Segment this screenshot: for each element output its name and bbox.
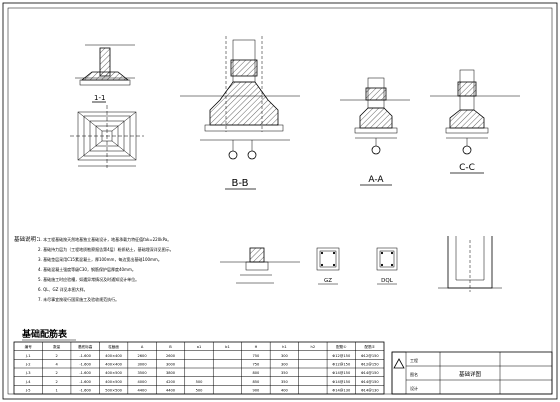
table-cell: J-5 <box>25 389 31 393</box>
table-header-cell: 配筋① <box>336 344 346 349</box>
table-cell: Φ14@150 <box>332 380 351 384</box>
table-cell: -1.600 <box>79 389 91 393</box>
table-header-cell: 基底标高 <box>78 344 93 349</box>
table-cell: -1.600 <box>79 371 91 375</box>
table-cell: 400×500 <box>105 380 122 384</box>
table-header-cell: B <box>169 345 172 349</box>
section-c-c: C-C <box>430 69 520 174</box>
table-cell: 2 <box>56 371 58 375</box>
section-b-b: B-B <box>180 36 300 190</box>
table-cell: 2 <box>56 354 58 358</box>
design-notes: 基础说明： 1. 本工程基础按天然地基独立基础设计，地基承载力特征值fak=22… <box>14 235 174 302</box>
table-cell: 4 <box>56 363 59 367</box>
table-cell: 3000 <box>166 363 176 367</box>
table-header-cell: 配筋② <box>365 344 375 349</box>
table-cell: 3000 <box>137 363 147 367</box>
sheet-inner-border <box>7 7 553 395</box>
table-cell: 3800 <box>166 371 176 375</box>
table-cell: Φ14@150 <box>332 371 351 375</box>
label-sec-11: 1-1 <box>94 94 105 102</box>
label-dql: DQL <box>381 278 394 284</box>
gz-detail: GZ <box>316 247 340 285</box>
table-cell: 750 <box>252 354 260 358</box>
table-header-cell: h2 <box>311 345 316 349</box>
table-cell: 300 <box>281 363 289 367</box>
table-cell: 750 <box>252 363 260 367</box>
title-block: 基础详图 工程 图名 设计 <box>391 351 553 395</box>
table-cell: Φ14@130 <box>332 389 351 393</box>
table-cell: 3500 <box>137 371 147 375</box>
dql-detail: DQL <box>376 247 398 285</box>
table-cell: 2 <box>56 380 58 384</box>
table-cell: Φ12@150 <box>361 354 380 358</box>
table-cell: 4400 <box>166 389 176 393</box>
table-header-cell: 数量 <box>53 344 61 349</box>
table-cell: 350 <box>281 380 289 384</box>
note-line: 1. 本工程基础按天然地基独立基础设计，地基承载力特征值fak=220kPa。 <box>38 236 171 242</box>
table-header-cell: 编号 <box>25 344 33 349</box>
table-cell: 300 <box>281 354 289 358</box>
section-a-a: A-A <box>340 77 410 186</box>
table-cell: Φ12@150 <box>332 354 351 358</box>
title-block-cell: 工程 <box>410 357 418 363</box>
table-cell: 850 <box>252 380 260 384</box>
table-cell: J-3 <box>25 371 31 375</box>
table-header-cell: h1 <box>282 345 287 349</box>
table-cell: 350 <box>281 371 289 375</box>
table-cell: J-4 <box>25 380 31 384</box>
label-gz: GZ <box>324 278 332 284</box>
table-header-cell: 柱截面 <box>108 344 119 349</box>
table-header-cell: a1 <box>197 345 202 349</box>
table-cell: Φ14@130 <box>361 389 380 393</box>
table-cell: Φ14@150 <box>361 380 380 384</box>
note-line: 5. 基础施工时应验槽，如遇异常情况及时通知设计单位。 <box>38 276 139 282</box>
table-cell: 400×400 <box>105 354 122 358</box>
table-header-cell: b1 <box>225 345 230 349</box>
table-cell: 1 <box>56 389 58 393</box>
detail-section-small <box>220 247 300 284</box>
table-cell: 2600 <box>166 354 176 358</box>
label-sec-bb: B-B <box>232 178 249 189</box>
table-cell: -1.600 <box>79 363 91 367</box>
table-cell: -1.600 <box>79 354 91 358</box>
table-header-cell: H <box>255 345 258 349</box>
table-cell: 2600 <box>137 354 147 358</box>
note-line: 2. 基础持力层为（工程地质勘察报告第4层）粉质粘土，基础埋深详见图示。 <box>38 246 174 252</box>
table-cell: Φ14@150 <box>361 371 380 375</box>
label-sec-cc: C-C <box>459 163 475 173</box>
table-cell: Φ12@150 <box>332 363 351 367</box>
table-cell: 500 <box>196 389 204 393</box>
title-block-cell: 设计 <box>410 385 418 391</box>
table-cell: J-2 <box>25 363 31 367</box>
note-line: 4. 基础混凝土强度等级C30，钢筋保护层厚度40mm。 <box>38 266 136 272</box>
table-title: 基础配筋表 <box>21 328 68 340</box>
table-cell: 4000 <box>137 380 147 384</box>
channel-detail <box>438 236 502 292</box>
foundation-plan <box>70 105 144 168</box>
table-cell: J-1 <box>25 354 31 358</box>
table-cell: 400×400 <box>105 363 122 367</box>
table-cell: -1.600 <box>79 380 91 384</box>
table-cell: 4200 <box>166 380 176 384</box>
title-block-name: 基础详图 <box>459 370 482 378</box>
note-line: 6. QL、GZ 详见本图大样。 <box>38 286 88 292</box>
note-line: 3. 基础垫层采用C15素混凝土，厚100mm，每边宽出基础100mm。 <box>38 256 162 262</box>
table-cell: 900 <box>252 389 260 393</box>
table-cell: 500 <box>196 380 204 384</box>
note-line: 7. 未尽事宜按现行国家施工及验收规范执行。 <box>38 296 119 302</box>
title-block-cell: 图名 <box>410 371 418 377</box>
table-cell: 500×500 <box>105 389 122 393</box>
label-sec-aa: A-A <box>368 175 384 185</box>
table-cell: 400 <box>281 389 289 393</box>
table-cell: 4400 <box>137 389 147 393</box>
table-cell: Φ12@150 <box>361 363 380 367</box>
section-1-1: 1-1 <box>75 44 135 103</box>
notes-title: 基础说明： <box>14 235 42 243</box>
table-cell: 800 <box>252 371 260 375</box>
table-cell: 400×500 <box>105 371 122 375</box>
table-header-cell: A <box>141 345 144 349</box>
